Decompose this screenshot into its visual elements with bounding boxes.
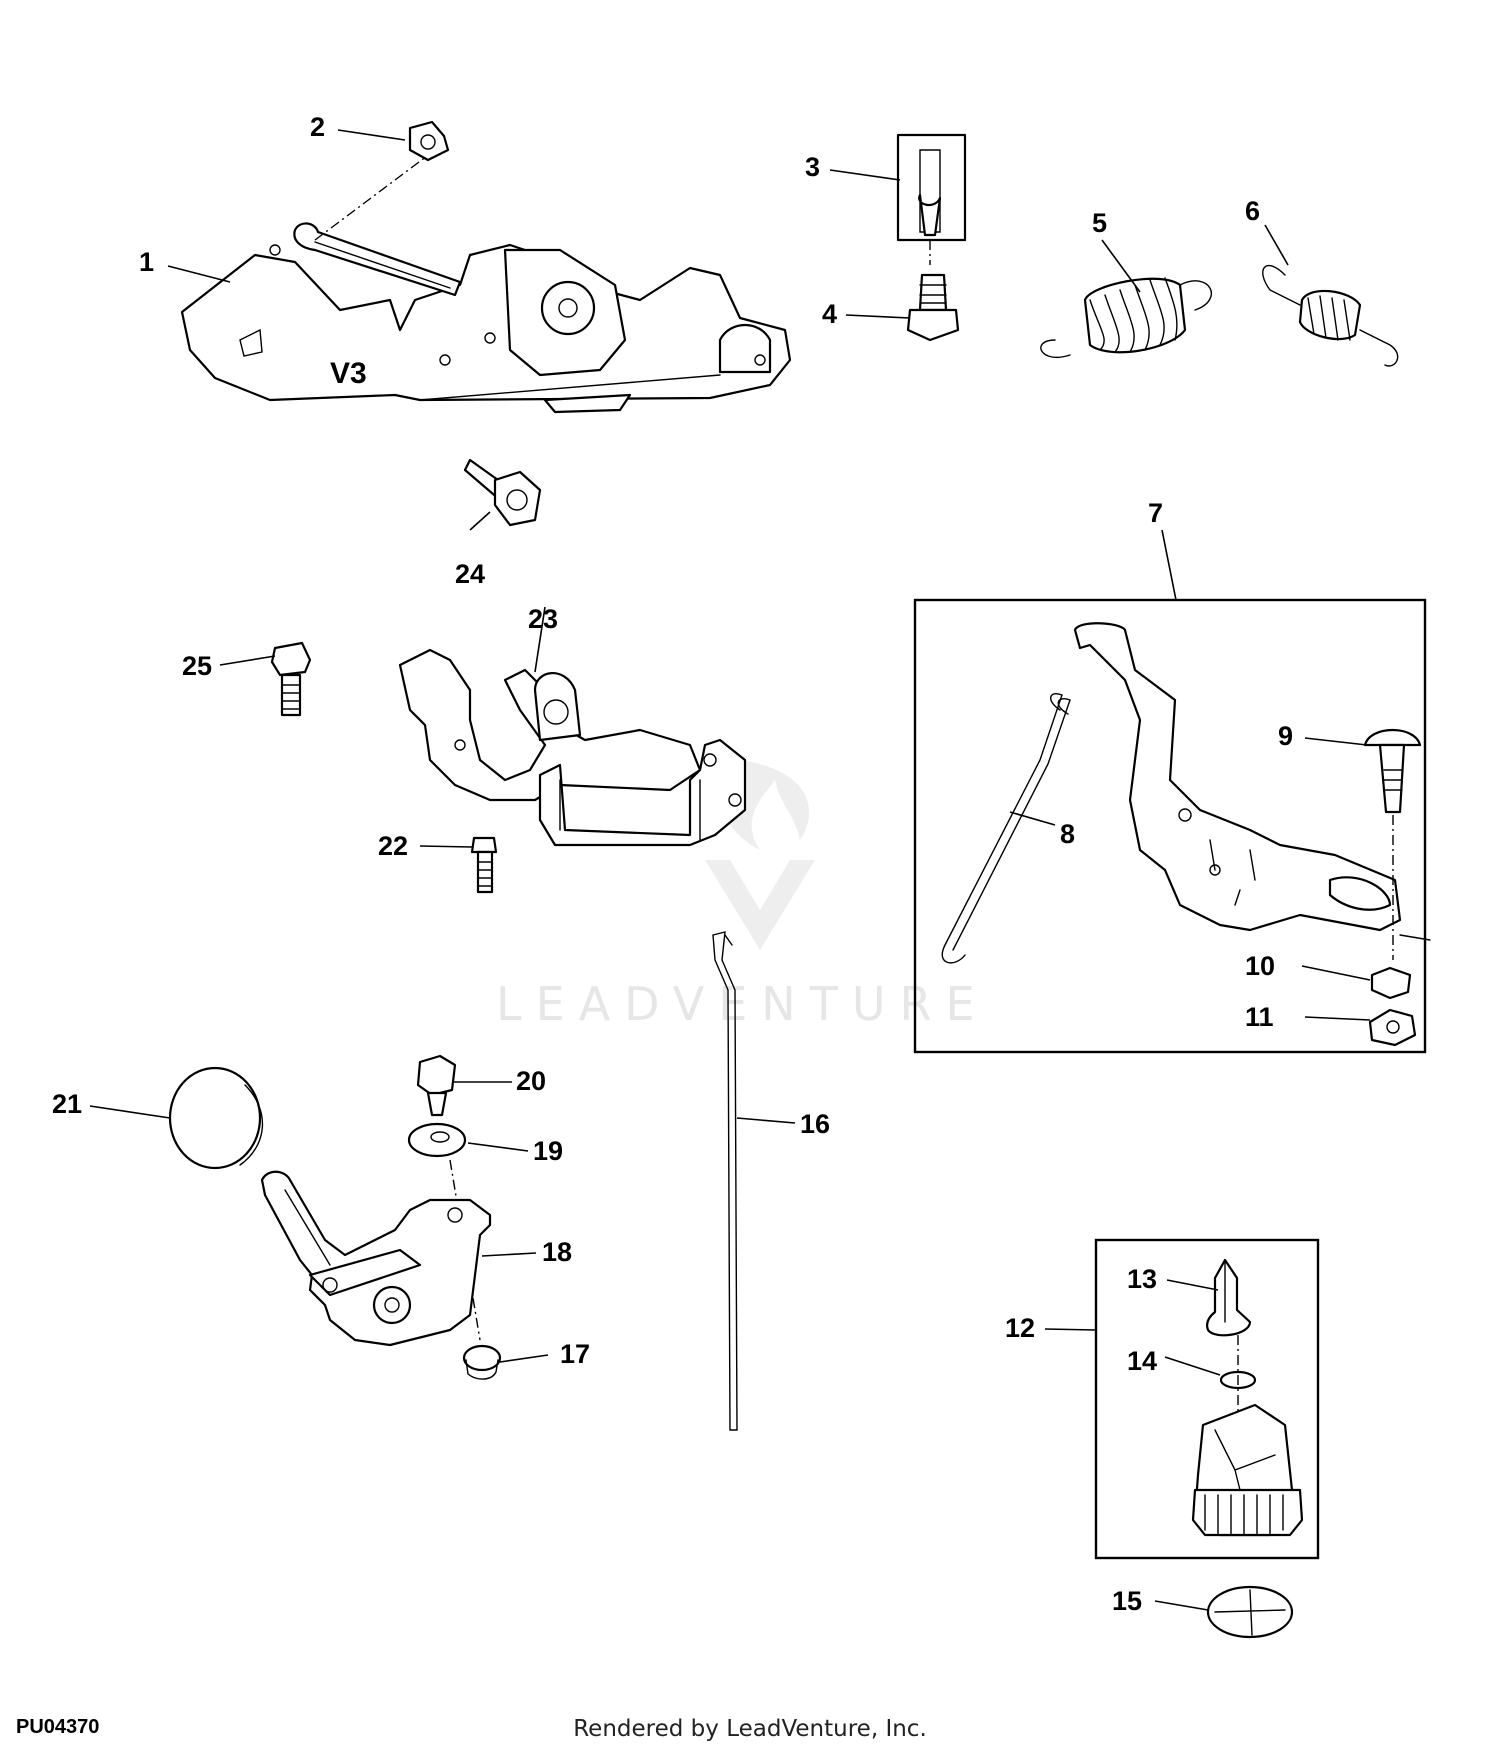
part-10-lock-washer	[1370, 966, 1412, 1000]
part-5-spring	[1040, 277, 1213, 358]
callout-13: 13	[1127, 1264, 1157, 1294]
diagram-code: PU04370	[16, 1716, 100, 1738]
callout-23: 23	[528, 604, 558, 634]
part-23-mounting-bracket	[398, 648, 747, 847]
part-11-hex-nut	[1368, 1008, 1417, 1047]
callout-4: 4	[822, 299, 837, 329]
part-8-wire-link	[941, 693, 1071, 964]
assembly-7-box	[913, 598, 1427, 1054]
callout-6: 6	[1245, 196, 1260, 226]
part-1-control-bracket: V3	[180, 222, 792, 414]
callout-22: 22	[378, 831, 408, 861]
part-12-gear-assembly	[1191, 1403, 1304, 1537]
part-20-bolt	[416, 1054, 457, 1117]
callout-10: 10	[1245, 951, 1275, 981]
part-6-spring	[1262, 264, 1399, 367]
callout-2: 2	[310, 112, 325, 142]
part-24-shoulder-bolt	[463, 458, 542, 527]
part-21-knob	[168, 1066, 264, 1170]
callout-8: 8	[1060, 819, 1075, 849]
footer-credit: Rendered by LeadVenture, Inc.	[573, 1716, 927, 1742]
part-9-carriage-bolt	[1363, 728, 1422, 814]
callout-21: 21	[52, 1089, 82, 1119]
callout-12: 12	[1005, 1313, 1035, 1343]
callout-3: 3	[805, 152, 820, 182]
callout-25: 25	[182, 651, 212, 681]
callout-14: 14	[1127, 1346, 1157, 1376]
part-19-washer	[407, 1122, 467, 1158]
part-3-cable-clamp	[896, 133, 967, 242]
callout-7: 7	[1148, 498, 1163, 528]
part-2-swivel	[408, 120, 450, 162]
callout-24: 24	[455, 559, 485, 589]
callout-17: 17	[560, 1339, 590, 1369]
callout-20: 20	[516, 1066, 546, 1096]
callout-11: 11	[1245, 1002, 1274, 1032]
part-22-screw	[470, 836, 498, 894]
part-13-pin	[1206, 1258, 1252, 1337]
leader-lines	[89, 129, 1371, 1611]
part-25-hex-bolt	[270, 641, 312, 717]
callout-9: 9	[1278, 721, 1293, 751]
callout-labels: 1 2 3 4 5 6 7 8 9 10 11 12 13 14 15 16 1…	[52, 112, 1293, 1616]
part-18-control-lever	[260, 1170, 492, 1347]
part-15-cap	[1206, 1585, 1294, 1639]
assembly-12-box	[1094, 1238, 1320, 1560]
callout-19: 19	[533, 1136, 563, 1166]
part-7-throttle-lever	[1073, 622, 1431, 941]
part-17-grommet	[462, 1344, 502, 1380]
part-16-governor-rod	[712, 931, 738, 1431]
callout-15: 15	[1112, 1586, 1142, 1616]
part-4-screw	[906, 273, 960, 342]
callout-5: 5	[1092, 208, 1107, 238]
callout-16: 16	[800, 1109, 830, 1139]
embossed-mark: V3	[330, 357, 367, 390]
callout-18: 18	[542, 1237, 572, 1267]
callout-1: 1	[139, 247, 154, 277]
